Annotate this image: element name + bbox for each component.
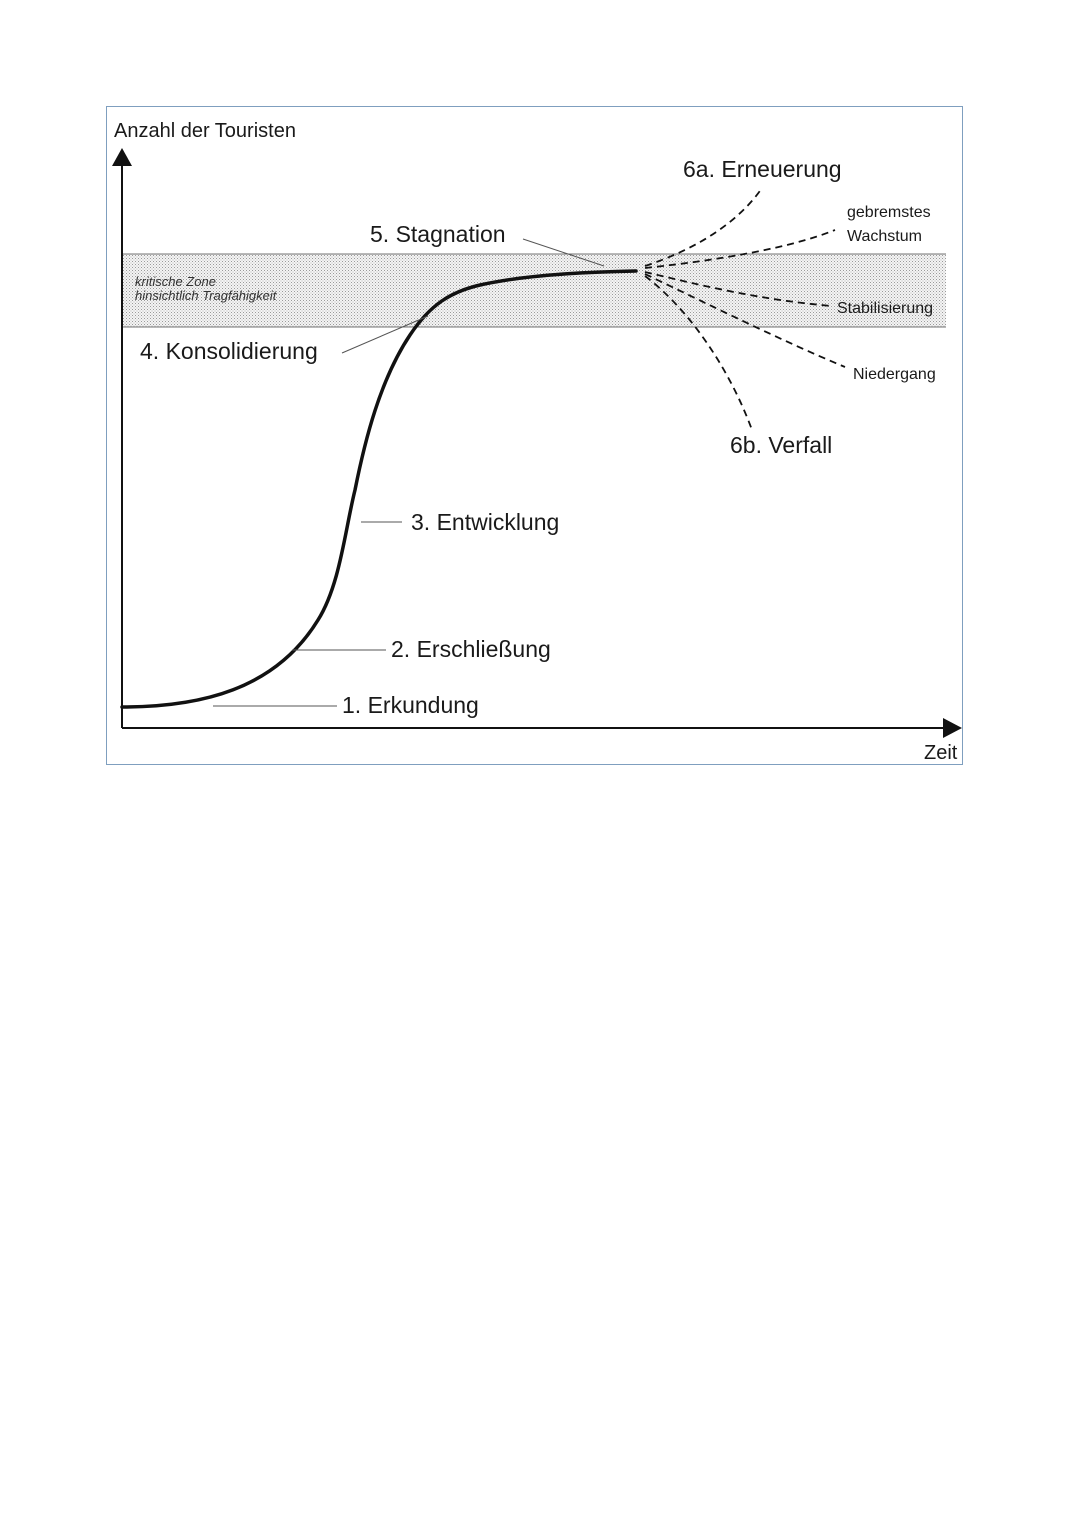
leader-line-s5 [522,238,605,267]
x-axis-label: Zeit [924,742,958,764]
branch-slowed-growth [644,229,836,269]
outcome-slowed-growth-line2: Wachstum [847,228,922,245]
stage-1-label: 1. Erkundung [342,692,479,718]
stage-3-label: 3. Entwicklung [411,509,560,535]
critical-zone-label-2: hinsichtlich Tragfähigkeit [135,288,277,303]
branch-renewal [644,187,763,267]
outcome-slowed-growth-line1: gebremstes [847,204,931,221]
lifecycle-curve [120,269,638,709]
outcome-decline-label: Niedergang [853,366,936,383]
stage-4-label: 4. Konsolidierung [140,338,318,364]
y-axis-arrow-icon [112,148,132,166]
branch-stabilization [644,271,833,307]
stage-5-label: 5. Stagnation [370,221,506,247]
outcome-stabilization-label: Stabilisierung [837,300,934,317]
y-axis-label: Anzahl der Touristen [114,120,296,142]
x-axis-arrow-icon [943,718,962,738]
branch-decline [644,273,846,368]
critical-zone-label-1: kritische Zone [135,274,216,289]
diagram-frame [106,106,963,765]
stage-2-label: 2. Erschließung [391,636,551,662]
stage-6a-label: 6a. Erneuerung [683,156,842,182]
stage-6b-label: 6b. Verfall [730,432,833,458]
leader-line-s4 [341,315,429,354]
critical-zone-band [122,254,946,327]
